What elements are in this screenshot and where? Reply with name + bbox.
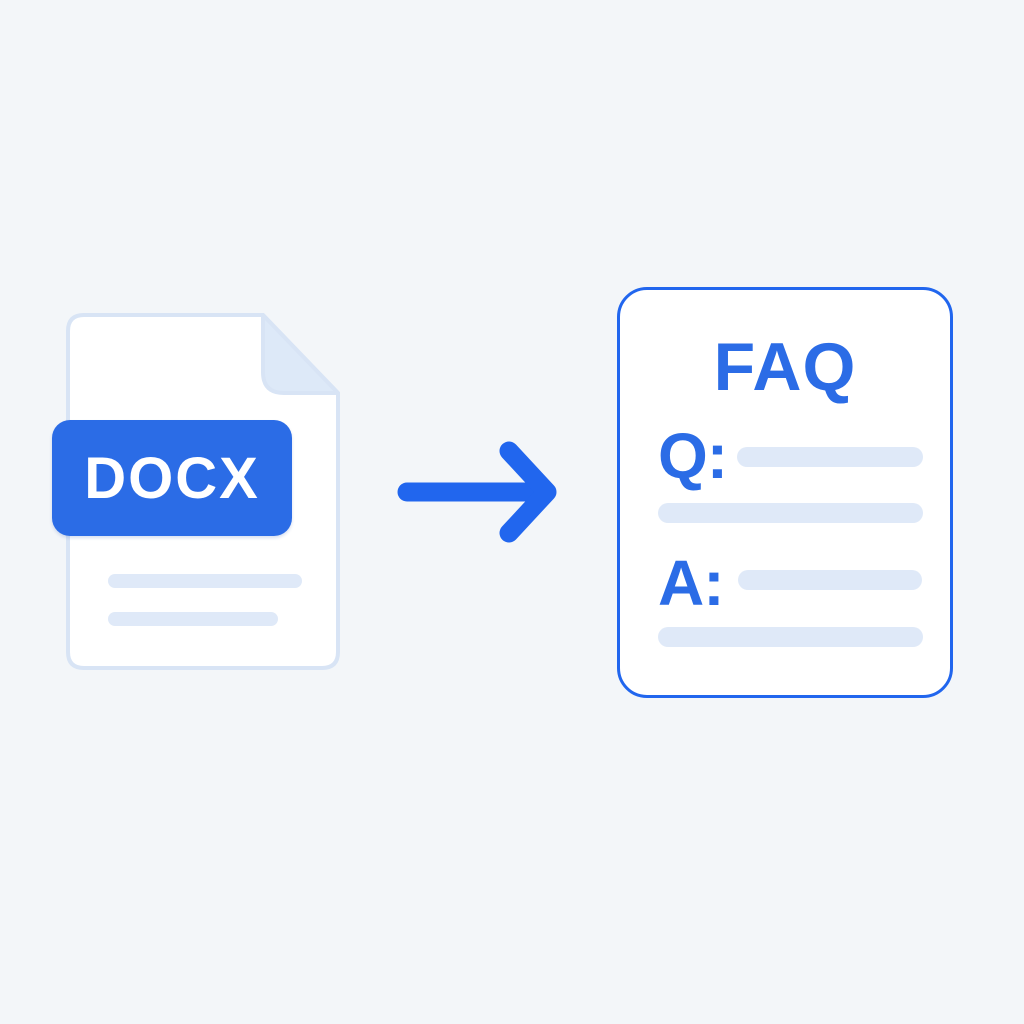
docx-badge: DOCX [52, 420, 292, 536]
question-text-placeholder-line [658, 503, 923, 523]
document-text-placeholder-line [108, 612, 278, 626]
question-text-placeholder-line [737, 447, 923, 467]
document-text-placeholder-line [108, 574, 302, 588]
docx-badge-label: DOCX [84, 445, 260, 511]
answer-text-placeholder-line [658, 627, 923, 647]
right-arrow-icon [397, 441, 557, 543]
faq-title: FAQ [713, 329, 857, 405]
folded-corner [261, 313, 340, 395]
question-label: Q: [658, 420, 728, 492]
arrow-head [499, 441, 557, 543]
faq-document-card: FAQ Q: A: [617, 287, 953, 698]
answer-label: A: [658, 547, 725, 619]
answer-text-placeholder-line [738, 570, 922, 590]
